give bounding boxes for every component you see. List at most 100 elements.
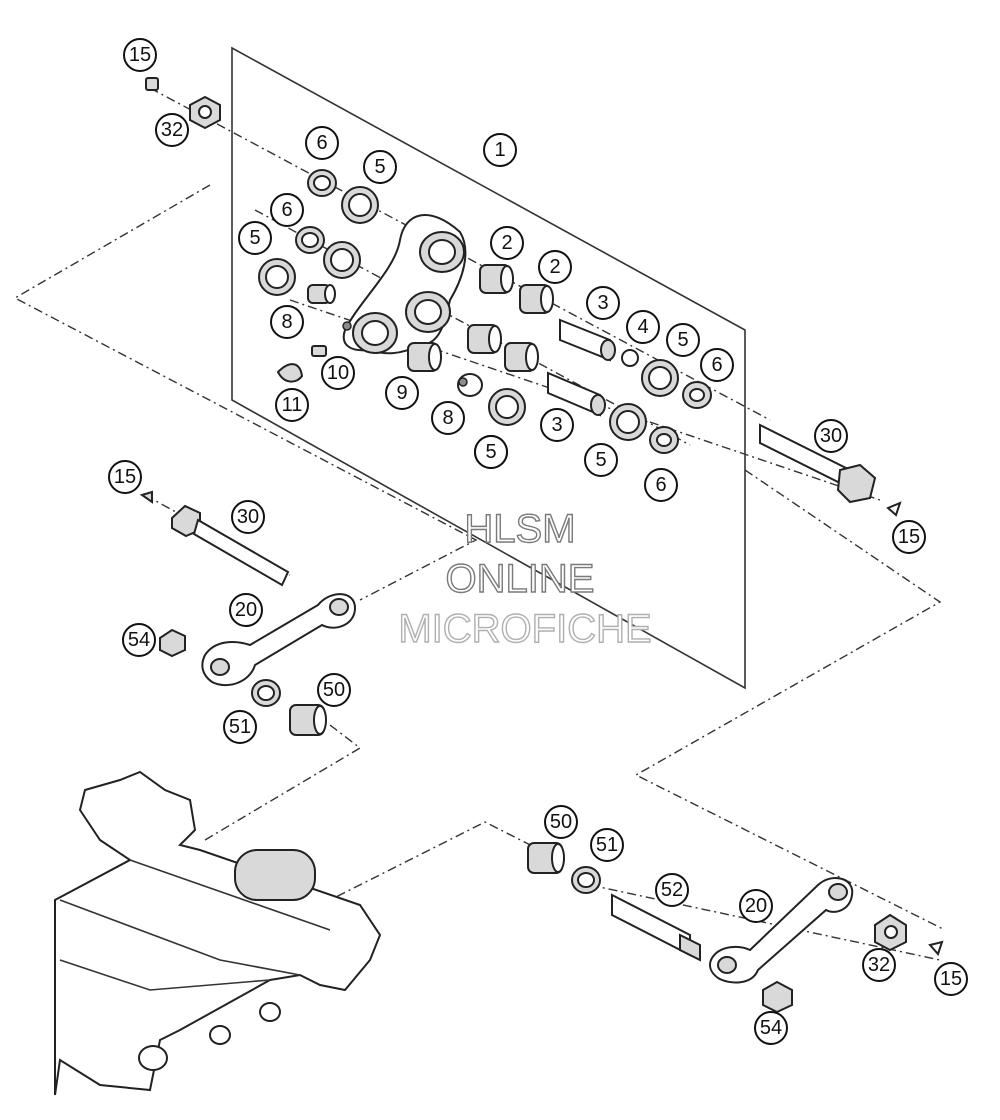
callout-15: 15 — [892, 520, 926, 554]
callout-number: 51 — [596, 834, 618, 856]
callout-circle — [155, 113, 189, 147]
bushing-8a — [307, 284, 336, 304]
callout-5: 5 — [238, 221, 272, 255]
callout-circle — [934, 962, 968, 996]
screw-15-right — [886, 501, 902, 517]
callout-15: 15 — [934, 962, 968, 996]
axis-line-top — [149, 87, 771, 421]
callout-20: 20 — [739, 889, 773, 923]
nut-54-left — [159, 628, 186, 658]
callout-5: 5 — [666, 323, 700, 357]
callout-6: 6 — [305, 126, 339, 160]
callout-circle — [223, 710, 257, 744]
bearing-5f — [609, 403, 647, 441]
callout-circle — [321, 356, 355, 390]
screw-15-right-bottom — [928, 940, 944, 956]
seal-ring-6a — [307, 169, 337, 197]
callout-2: 2 — [538, 250, 572, 284]
callout-circle — [584, 443, 618, 477]
callout-30: 30 — [231, 500, 265, 534]
axis-line-link-right — [589, 884, 941, 961]
seal-ring-6b — [295, 226, 325, 254]
callout-circle — [700, 348, 734, 382]
callout-number: 50 — [550, 811, 572, 833]
callout-number: 5 — [485, 441, 496, 463]
callout-8: 8 — [431, 401, 465, 435]
callout-number: 3 — [551, 414, 562, 436]
callout-circle — [385, 376, 419, 410]
callout-15: 15 — [108, 460, 142, 494]
ring-51-right — [571, 866, 601, 894]
callout-circle — [270, 193, 304, 227]
bearing-50-left — [289, 704, 327, 736]
sleeve-3a — [559, 318, 616, 362]
callout-circle — [231, 500, 265, 534]
callout-circle — [862, 948, 896, 982]
callout-number: 15 — [114, 466, 136, 488]
callout-circle — [644, 468, 678, 502]
callout-circle — [538, 250, 572, 284]
callout-32: 32 — [862, 948, 896, 982]
callout-circle — [474, 435, 508, 469]
callout-number: 6 — [655, 474, 666, 496]
callout-number: 5 — [677, 329, 688, 351]
bearing-50-right — [527, 842, 565, 874]
dashed-plane-outline — [13, 184, 478, 601]
callout-11: 11 — [275, 388, 309, 422]
callout-number: 2 — [501, 232, 512, 254]
callout-3: 3 — [540, 408, 574, 442]
bearing-5e — [488, 388, 526, 426]
callout-5: 5 — [474, 435, 508, 469]
callout-circle — [122, 623, 156, 657]
callout-32: 32 — [155, 113, 189, 147]
callout-circle — [590, 828, 624, 862]
callout-circle — [238, 221, 272, 255]
screw-15-top — [145, 77, 159, 91]
pull-rod-20-left — [201, 593, 357, 687]
callout-number: 15 — [898, 526, 920, 548]
callout-3: 3 — [586, 286, 620, 320]
bushing-9 — [407, 342, 442, 372]
nut-32-right — [874, 913, 907, 952]
callout-circle — [229, 593, 263, 627]
callout-9: 9 — [385, 376, 419, 410]
callout-circle — [108, 460, 142, 494]
screw-15-left — [139, 490, 153, 504]
callout-number: 10 — [327, 362, 349, 384]
callout-number: 15 — [129, 44, 151, 66]
callout-number: 32 — [868, 954, 890, 976]
callout-54: 54 — [754, 1011, 788, 1045]
callout-number: 1 — [494, 139, 505, 161]
callout-number: 6 — [711, 354, 722, 376]
callout-number: 5 — [595, 449, 606, 471]
rocker-arm — [342, 214, 467, 355]
bolt-52 — [611, 893, 701, 962]
callout-number: 30 — [820, 425, 842, 447]
callout-number: 8 — [442, 407, 453, 429]
watermark-line3: MICROFICHE — [398, 607, 651, 651]
callout-number: 8 — [281, 311, 292, 333]
watermark-line2: ONLINE — [446, 557, 595, 601]
callout-labels: 1223345555556666889101115151515202030303… — [108, 38, 968, 1045]
callout-52: 52 — [655, 873, 689, 907]
callout-circle — [317, 673, 351, 707]
callout-number: 4 — [637, 316, 648, 338]
callout-circle — [626, 310, 660, 344]
needle-bearing-2b — [519, 284, 554, 314]
callout-10: 10 — [321, 356, 355, 390]
callout-circle — [739, 889, 773, 923]
seal-ring-6d — [649, 426, 679, 454]
callout-circle — [123, 38, 157, 72]
callout-circle — [892, 520, 926, 554]
callout-number: 5 — [374, 156, 385, 178]
callout-1: 1 — [483, 133, 517, 167]
swingarm — [54, 770, 382, 1096]
o-ring-4 — [621, 349, 639, 367]
callout-circle — [275, 388, 309, 422]
bushing-8b — [457, 373, 483, 397]
callout-number: 20 — [235, 599, 257, 621]
bolt-30-right — [759, 423, 877, 504]
dashed-plane-outline-right — [634, 469, 946, 931]
callout-circle — [814, 419, 848, 453]
